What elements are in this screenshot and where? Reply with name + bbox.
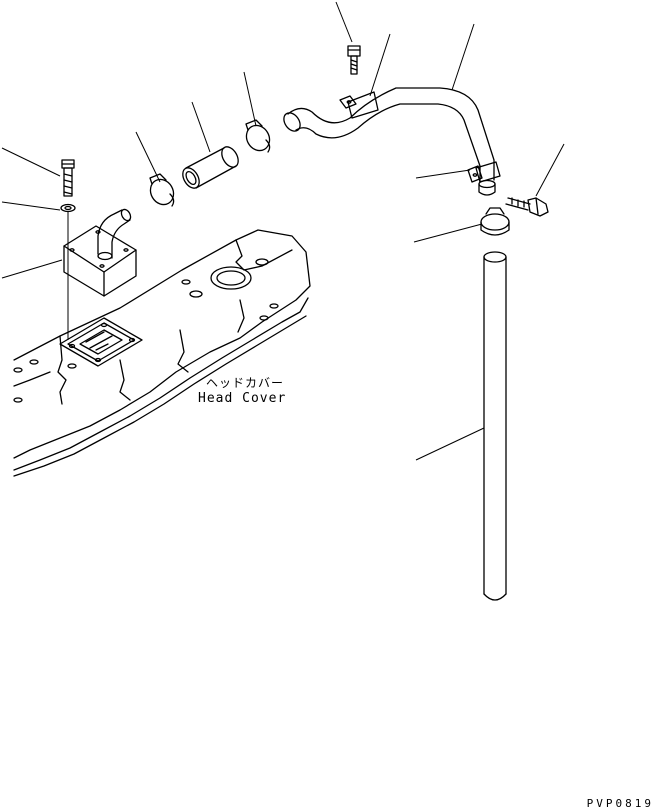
rubber-hose [182, 146, 239, 189]
vertical-pipe [483, 251, 507, 601]
hose-clamp-3 [480, 207, 510, 236]
breather-box [63, 208, 137, 297]
hose-clamp-1 [149, 173, 175, 207]
tube-clip-side [467, 161, 501, 183]
head-cover-label-jp: ヘッドカバー [206, 376, 285, 390]
head-cover [13, 229, 311, 477]
hose-clamp-2 [245, 119, 271, 153]
breather-gasket [59, 317, 143, 367]
tube-clip-top [339, 91, 379, 119]
drawing-code: PVP0819 [586, 797, 654, 810]
washer-left [60, 203, 76, 213]
bolt-right [505, 197, 549, 217]
breather-tube [283, 87, 496, 196]
head-cover-label-en: Head Cover [198, 391, 287, 406]
bolt-left [61, 159, 75, 197]
leader-lines [1, 1, 565, 461]
bolt-top [347, 45, 361, 75]
